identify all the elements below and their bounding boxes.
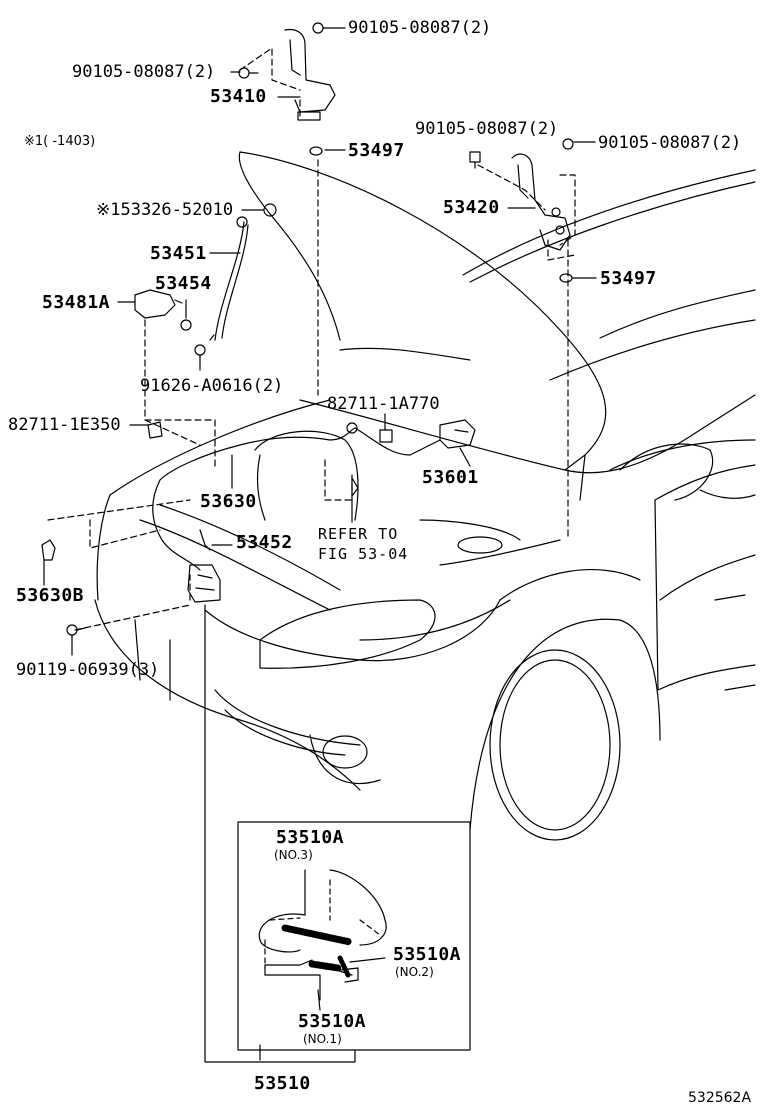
label-hinge-bolt-left[interactable]: 90105-08087(2): [72, 62, 216, 82]
label-cable-clamp[interactable]: 53630B: [16, 585, 85, 606]
label-refer-line1[interactable]: REFER TO: [318, 525, 399, 543]
label-hood-rod[interactable]: 53451: [150, 243, 207, 264]
label-rod-clamp[interactable]: 53481A: [42, 292, 111, 313]
label-clamp-a[interactable]: 82711-1A770: [327, 394, 440, 414]
label-spring-no1[interactable]: 53510A: [298, 1011, 367, 1032]
release-cable-part: [152, 422, 441, 571]
label-release-cable[interactable]: 53630: [200, 491, 257, 512]
label-hinge-bolt-top[interactable]: 90105-08087(2): [348, 18, 492, 38]
hood-rod-part: [209, 203, 277, 341]
label-lock-guide[interactable]: 53452: [236, 532, 293, 553]
hinge-left-part: [284, 22, 336, 121]
hood-outline: [238, 151, 607, 501]
label-rod-holder[interactable]: 53454: [155, 273, 212, 294]
label-clamp-b[interactable]: 82711-1E350: [8, 415, 121, 435]
release-lever-part: [439, 419, 476, 449]
label-cushion-right[interactable]: 53497: [600, 268, 657, 289]
hood-lock-part: [187, 529, 221, 603]
car-body-outline: [94, 169, 756, 841]
refer-marker: [351, 477, 359, 497]
label-hinge-bolt-mid[interactable]: 90105-08087(2): [415, 119, 559, 139]
label-hinge-bolt-right[interactable]: 90105-08087(2): [598, 133, 742, 153]
label-hood-lock[interactable]: 53510: [254, 1073, 311, 1094]
bolt-mid-part: [469, 151, 481, 169]
assembly-guide-lines: [47, 47, 576, 631]
spring-inset-box: [237, 821, 471, 1051]
label-figure-code: 532562A: [688, 1090, 752, 1106]
label-support-part[interactable]: ※153326-52010: [96, 200, 234, 220]
label-lock-bolt[interactable]: 90119-06939(3): [16, 660, 160, 680]
cushion-right-part: [559, 273, 573, 283]
hinge-right-part: [511, 138, 574, 251]
cushion-left-part: [309, 146, 323, 156]
label-note-marker: ※1( -1403): [24, 134, 96, 149]
label-clip-bolt[interactable]: 91626-A0616(2): [140, 376, 284, 396]
label-hinge-right[interactable]: 53420: [443, 197, 500, 218]
label-spring-no2[interactable]: 53510A: [393, 944, 462, 965]
cable-clamp-part: [41, 539, 56, 561]
label-spring-no3-sub: (NO.3): [274, 848, 313, 862]
label-spring-no2-sub: (NO.2): [395, 965, 434, 979]
bolt-left-part: [238, 67, 259, 79]
label-cushion-left[interactable]: 53497: [348, 140, 405, 161]
label-hinge-left[interactable]: 53410: [210, 86, 267, 107]
label-spring-no3[interactable]: 53510A: [276, 827, 345, 848]
label-spring-no1-sub: (NO.1): [303, 1032, 342, 1046]
label-refer-line2[interactable]: FIG 53-04: [318, 545, 409, 563]
label-release-lever[interactable]: 53601: [422, 467, 479, 488]
clamp-b-part: [147, 421, 163, 439]
rod-clamp-part: [134, 289, 206, 356]
leader-lines: [43, 27, 597, 1063]
